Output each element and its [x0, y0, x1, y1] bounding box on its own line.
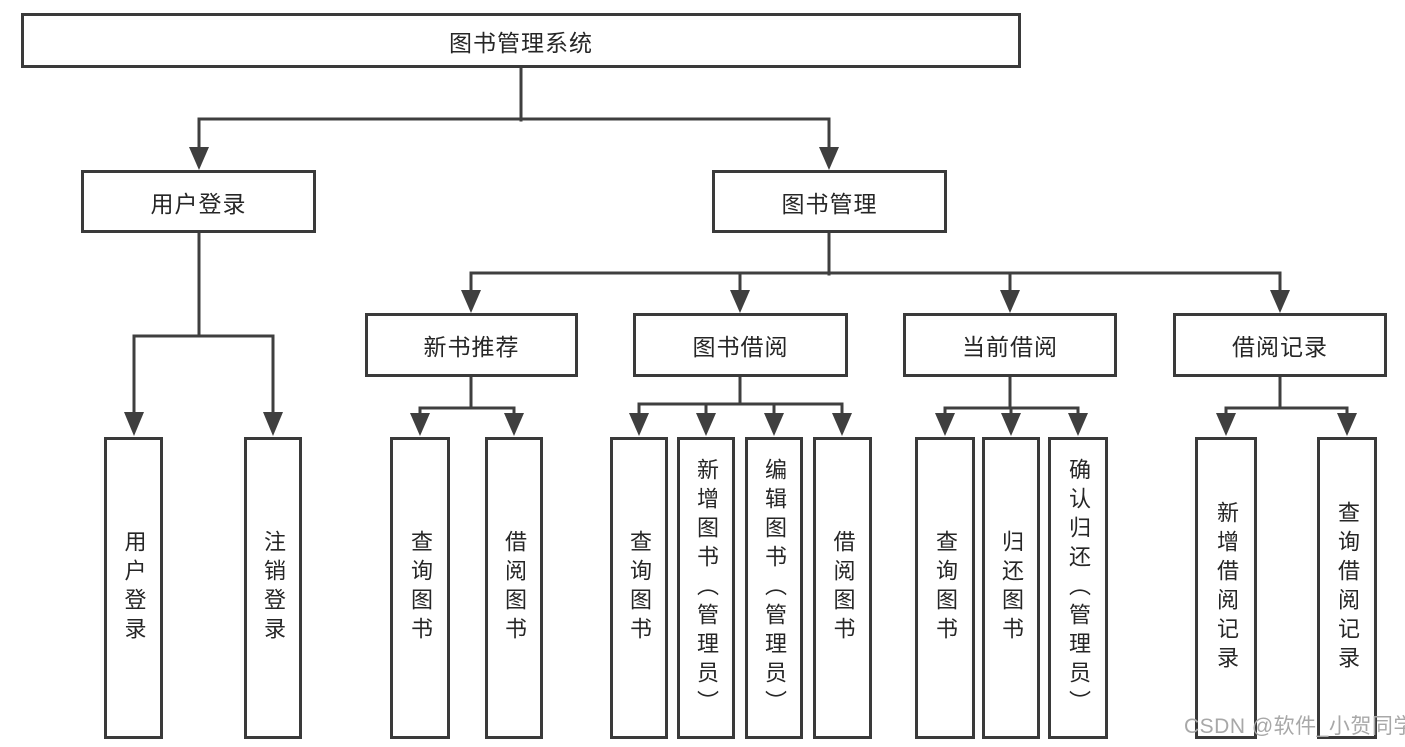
leaf-current-query-books: 查询图书 — [915, 437, 975, 739]
leaf-logout: 注销登录 — [244, 437, 302, 739]
leaf-confirm-return-admin-label: 确认归还（管理员） — [1066, 457, 1091, 719]
leaf-user-login-label: 用户登录 — [121, 530, 147, 646]
node-book-borrow-label: 图书借阅 — [692, 334, 789, 360]
arrowheads — [124, 147, 1357, 436]
csdn-watermark: CSDN @软件_小贺同学 — [1184, 715, 1405, 738]
leaf-query-borrow-record-label: 查询借阅记录 — [1335, 501, 1360, 675]
node-current-borrow-label: 当前借阅 — [962, 334, 1058, 360]
node-book-management: 图书管理 — [712, 170, 947, 233]
node-root-label: 图书管理系统 — [449, 29, 593, 56]
leaf-recommend-query-books-label: 查询图书 — [408, 530, 433, 646]
leaf-add-books-admin-label: 新增图书（管理员） — [694, 457, 719, 719]
leaf-borrow-query-books: 查询图书 — [610, 437, 668, 739]
leaf-return-books: 归还图书 — [982, 437, 1040, 739]
leaf-add-books-admin: 新增图书（管理员） — [677, 437, 735, 739]
node-new-book-recommend-label: 新书推荐 — [423, 334, 520, 360]
leaf-current-query-books-label: 查询图书 — [933, 530, 958, 646]
node-book-borrow: 图书借阅 — [633, 313, 848, 377]
node-current-borrow: 当前借阅 — [903, 313, 1117, 377]
leaf-borrow-query-books-label: 查询图书 — [627, 530, 652, 646]
leaf-recommend-borrow-books: 借阅图书 — [485, 437, 543, 739]
node-borrow-records: 借阅记录 — [1173, 313, 1387, 377]
leaf-user-login: 用户登录 — [104, 437, 163, 739]
node-borrow-records-label: 借阅记录 — [1232, 334, 1328, 360]
leaf-logout-label: 注销登录 — [261, 530, 286, 646]
node-new-book-recommend: 新书推荐 — [365, 313, 578, 377]
leaf-return-books-label: 归还图书 — [999, 530, 1024, 646]
node-root: 图书管理系统 — [21, 13, 1021, 68]
node-book-management-label: 图书管理 — [781, 190, 878, 217]
leaf-recommend-query-books: 查询图书 — [390, 437, 450, 739]
leaf-add-borrow-record: 新增借阅记录 — [1195, 437, 1257, 739]
node-user-login-label: 用户登录 — [150, 190, 247, 217]
leaf-borrow-books: 借阅图书 — [813, 437, 872, 739]
leaf-borrow-books-label: 借阅图书 — [830, 530, 856, 646]
leaf-edit-books-admin: 编辑图书（管理员） — [745, 437, 803, 739]
node-user-login: 用户登录 — [81, 170, 316, 233]
leaf-edit-books-admin-label: 编辑图书（管理员） — [762, 457, 787, 719]
leaf-query-borrow-record: 查询借阅记录 — [1317, 437, 1377, 739]
leaf-recommend-borrow-books-label: 借阅图书 — [502, 530, 527, 646]
leaf-add-borrow-record-label: 新增借阅记录 — [1214, 501, 1239, 675]
leaf-confirm-return-admin: 确认归还（管理员） — [1048, 437, 1108, 739]
